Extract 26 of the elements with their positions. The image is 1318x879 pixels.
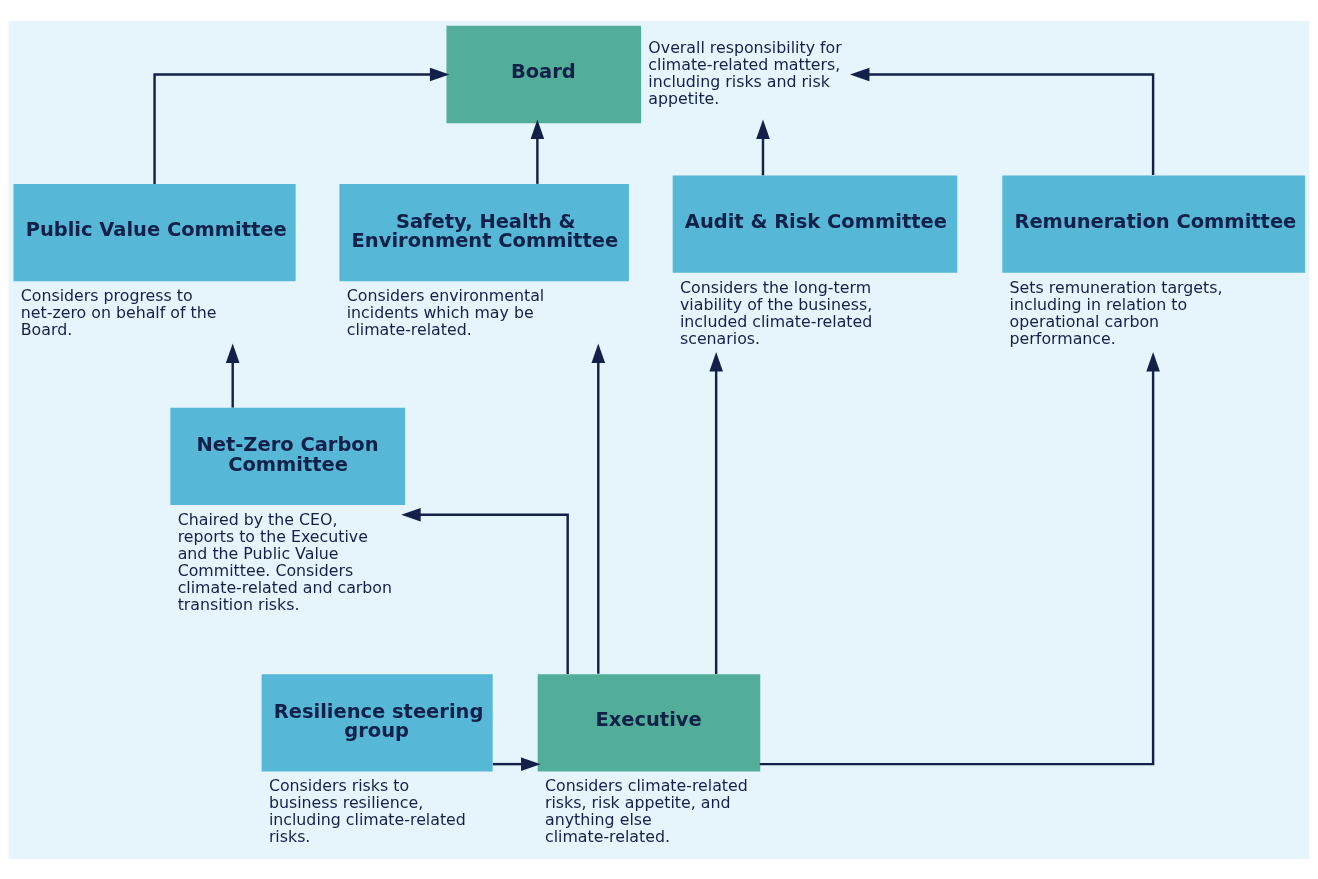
node-box: Remuneration Committee — [1002, 174, 1306, 273]
node-label: Considers climate-related risks, risk appetite, and anything else climate-related. — [544, 775, 748, 846]
arrow — [530, 119, 545, 184]
node-box: Audit & Risk Committee — [672, 174, 958, 273]
arrow — [759, 351, 1160, 765]
node-label: Considers risks to business resilience, including climate-related risks. — [268, 775, 466, 846]
arrow — [849, 67, 1155, 175]
node-label: Sets remuneration targets, including in relation to operational carbon performance. — [1009, 277, 1223, 348]
node-box: Safety, Health & Environment Committee — [339, 183, 629, 281]
arrow — [401, 507, 569, 674]
node-box: Board — [446, 25, 642, 123]
node-box: Public Value Committee — [13, 183, 296, 281]
arrow — [492, 756, 541, 771]
node-label: Considers progress to net-zero on behalf of the Board. — [20, 285, 217, 339]
arrow — [153, 67, 450, 184]
arrow — [709, 351, 723, 674]
node-box: Resilience steering group — [261, 673, 493, 771]
node-box: Executive — [537, 673, 761, 771]
node-label: Chaired by the CEO, reports to the Executive and the Public Value Committee. Considers climate-related and carbon transition risks. — [177, 509, 393, 614]
node-label: Considers environmental incidents which may be climate-related. — [346, 285, 545, 339]
node-box: Net-Zero Carbon Committee — [170, 407, 406, 505]
arrow — [756, 119, 770, 175]
node-label: Considers the long-term viability of the business, included climate-related scenarios. — [679, 277, 873, 348]
arrow — [591, 343, 606, 674]
arrow — [225, 342, 240, 408]
node-label: Overall responsibility for climate-related matters, including risks and risk appetite. — [648, 37, 842, 108]
